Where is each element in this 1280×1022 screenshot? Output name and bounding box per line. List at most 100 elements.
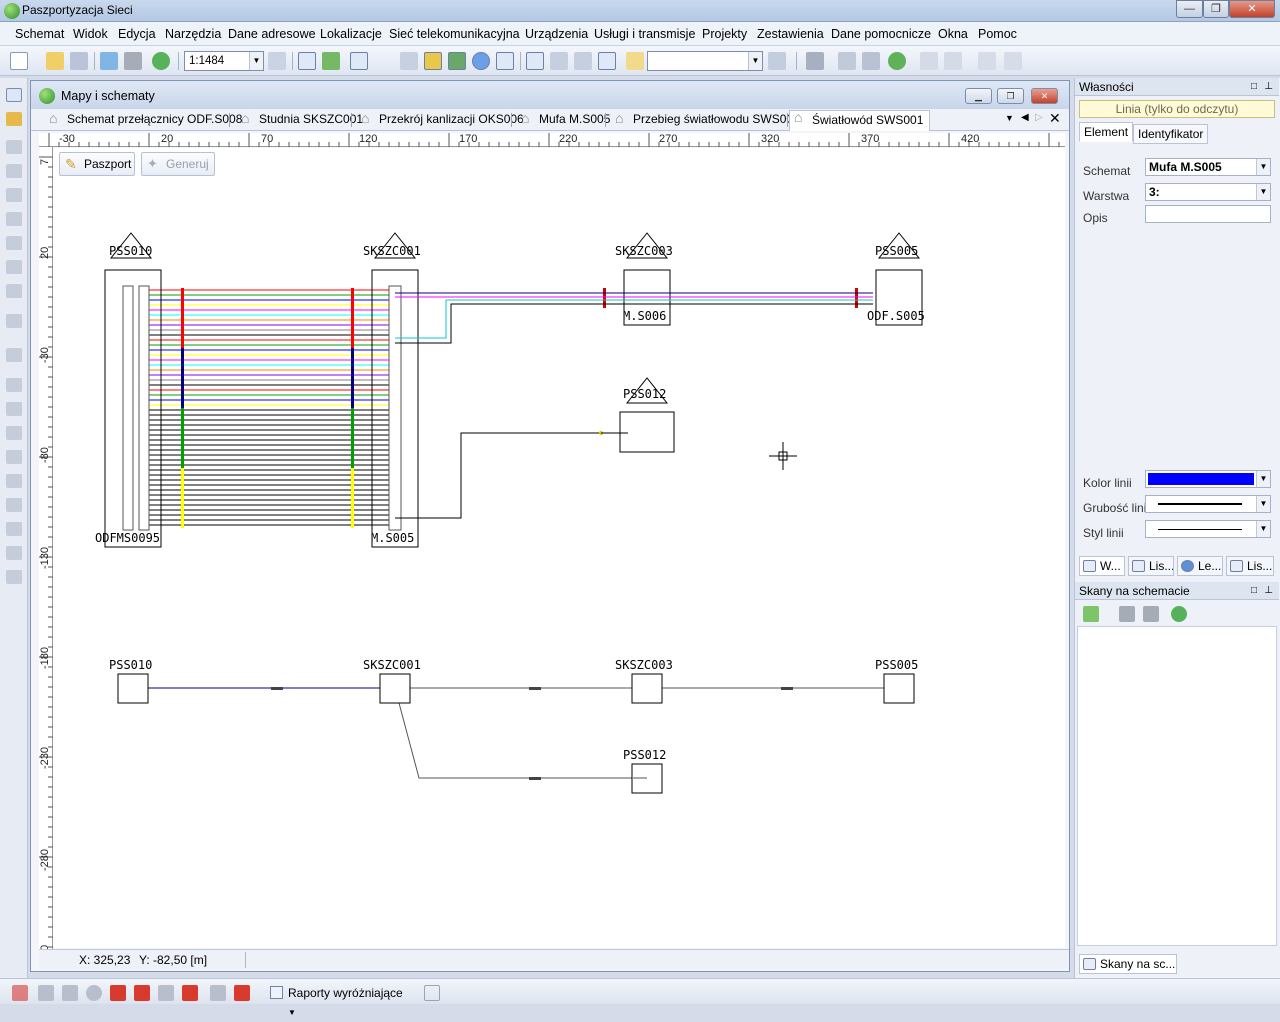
tab-element[interactable]: Element [1079, 122, 1134, 142]
menu-dane-pomocnicze[interactable]: Dane pomocnicze [831, 27, 932, 41]
back-icon[interactable] [978, 52, 996, 70]
minimize-button[interactable]: — [1176, 0, 1203, 18]
text-tool-icon[interactable] [6, 260, 22, 274]
blank-icon[interactable] [424, 985, 440, 1001]
menu-dane-adresowe[interactable]: Dane adresowe [228, 27, 316, 41]
menu-widok[interactable]: Widok [73, 27, 108, 41]
align-icon[interactable] [550, 52, 568, 70]
menu-urzadzenia[interactable]: Urządzenia [525, 27, 589, 41]
save-icon[interactable] [70, 52, 88, 70]
scan-view-icon[interactable] [1119, 606, 1135, 622]
move-tool-icon[interactable] [6, 348, 22, 362]
pin-icon[interactable]: ⊥ [1264, 585, 1273, 596]
menu-edycja[interactable]: Edycja [118, 27, 156, 41]
menu-narzedzia[interactable]: Narzędzia [165, 27, 222, 41]
chevron-down-icon[interactable]: ▼ [1256, 496, 1270, 512]
tab-przebieg[interactable]: Przebieg światłowodu SWS001 [611, 110, 800, 126]
menu-pomoc[interactable]: Pomoc [978, 27, 1017, 41]
tab-przekroj[interactable]: Przekrój kanlizacji OKS006 [357, 110, 524, 126]
node-tool-icon[interactable] [6, 188, 22, 202]
menu-schemat[interactable]: Schemat [15, 27, 65, 41]
grid-icon[interactable] [350, 52, 368, 70]
point-tool-icon[interactable] [6, 284, 22, 298]
tab-lis-2[interactable]: Lis... [1226, 556, 1274, 576]
layer-combo[interactable]: ▼ [647, 51, 763, 71]
kolor-select[interactable]: ▼ [1145, 470, 1271, 488]
tab-skany[interactable]: Skany na sc... [1079, 954, 1177, 974]
tools-icon[interactable] [806, 52, 824, 70]
menu-okna[interactable]: Okna [938, 27, 968, 41]
tab-w[interactable]: W... [1079, 556, 1125, 576]
menu-zestawienia[interactable]: Zestawienia [757, 27, 824, 41]
maximize-button[interactable]: ❐ [1203, 0, 1229, 18]
panel-float-icon[interactable]: □ [1250, 81, 1257, 92]
scan-tool-icon[interactable] [6, 570, 22, 584]
scan-delete-icon[interactable] [1143, 606, 1159, 622]
chevron-down-icon[interactable]: ▼ [1256, 184, 1270, 200]
info-icon[interactable] [472, 52, 490, 70]
xy-tool-icon[interactable] [6, 546, 22, 560]
child-restore-button[interactable]: ❐ [997, 88, 1024, 104]
db-icon[interactable] [862, 52, 880, 70]
generate-button[interactable]: ✦ Generuj [141, 152, 215, 176]
table-icon[interactable] [768, 52, 786, 70]
schemat-select[interactable]: Mufa M.S005 ▼ [1145, 158, 1271, 176]
menu-siec[interactable]: Sieć telekomunikacyjna [389, 27, 520, 41]
styl-select[interactable]: ▼ [1145, 520, 1271, 538]
opis-field[interactable] [1145, 205, 1271, 223]
warstwa-select[interactable]: 3: ▼ [1145, 183, 1271, 201]
link-tool-icon[interactable] [6, 498, 22, 512]
child-close-button[interactable]: ✕ [1031, 88, 1058, 104]
menu-uslugi[interactable]: Usługi i transmisje [594, 27, 696, 41]
network-icon[interactable] [12, 985, 28, 1001]
refresh-icon[interactable] [152, 52, 170, 70]
tabs-dropdown-icon[interactable]: ▼ [1005, 113, 1014, 123]
person-alt-icon[interactable] [944, 52, 962, 70]
pin-icon[interactable]: ⊥ [1264, 81, 1273, 92]
scale-combo[interactable]: 1:1484 ▼ [184, 51, 264, 71]
tab-mufa[interactable]: Mufa M.S005 [517, 110, 610, 126]
shape-tool-icon[interactable] [6, 236, 22, 250]
schematic-canvas[interactable]: ✎ Paszport ✦ Generuj PSS010 SKSZC001 SKS… [53, 148, 1065, 948]
tab-identyfikator[interactable]: Identyfikator [1133, 124, 1209, 144]
close-button[interactable]: ✕ [1229, 0, 1275, 18]
tabs-close-icon[interactable]: ✕ [1049, 110, 1061, 126]
tabs-prev-icon[interactable]: ◀ [1021, 112, 1029, 123]
new-icon[interactable] [10, 52, 28, 70]
chevron-down-icon[interactable]: ▼ [1256, 159, 1270, 175]
tab-le[interactable]: Le... [1177, 556, 1223, 576]
refresh-icon[interactable] [1171, 606, 1187, 622]
tabs-next-icon[interactable]: ▷ [1035, 112, 1043, 123]
edit-icon[interactable] [158, 985, 174, 1001]
polyline-tool-icon[interactable] [6, 164, 22, 178]
zoom-icon[interactable] [268, 52, 286, 70]
chevron-down-icon[interactable]: ▼ [1256, 471, 1270, 487]
table-tool-icon[interactable] [6, 522, 22, 536]
menu-lokalizacje[interactable]: Lokalizacje [320, 27, 382, 41]
scans-list[interactable] [1077, 626, 1277, 946]
menu-projekty[interactable]: Projekty [702, 27, 748, 41]
forward-icon[interactable] [1004, 52, 1022, 70]
child-minimize-button[interactable]: ▁ [965, 88, 992, 104]
chevron-down-icon[interactable]: ▼ [1256, 521, 1270, 537]
globe-icon[interactable] [888, 52, 906, 70]
move-icon[interactable] [838, 52, 856, 70]
target-icon[interactable] [86, 985, 102, 1001]
pencil-tool-icon[interactable] [6, 112, 22, 126]
id-icon[interactable] [598, 52, 616, 70]
rotate-tool-icon[interactable] [6, 402, 22, 416]
reports-dropdown[interactable]: Raporty wyróżniające ▼ [270, 984, 410, 1017]
mirror-tool-icon[interactable] [6, 426, 22, 440]
passport-button[interactable]: ✎ Paszport [59, 152, 135, 176]
tab-studnia[interactable]: Studnia SKSZC001 [237, 110, 363, 126]
layer-toggle-icon[interactable] [448, 52, 466, 70]
delete-tool-icon[interactable] [6, 450, 22, 464]
rect-tool-icon[interactable] [6, 212, 22, 226]
help-icon[interactable] [182, 985, 198, 1001]
select-tool-icon[interactable] [6, 88, 22, 102]
grubosc-select[interactable]: ▼ [1145, 495, 1271, 513]
measure-icon[interactable] [38, 985, 54, 1001]
fit-icon[interactable] [574, 52, 592, 70]
tab-schemat-odf[interactable]: Schemat przełącznicy ODF.S008 [45, 110, 242, 126]
draw-icon[interactable] [424, 52, 442, 70]
